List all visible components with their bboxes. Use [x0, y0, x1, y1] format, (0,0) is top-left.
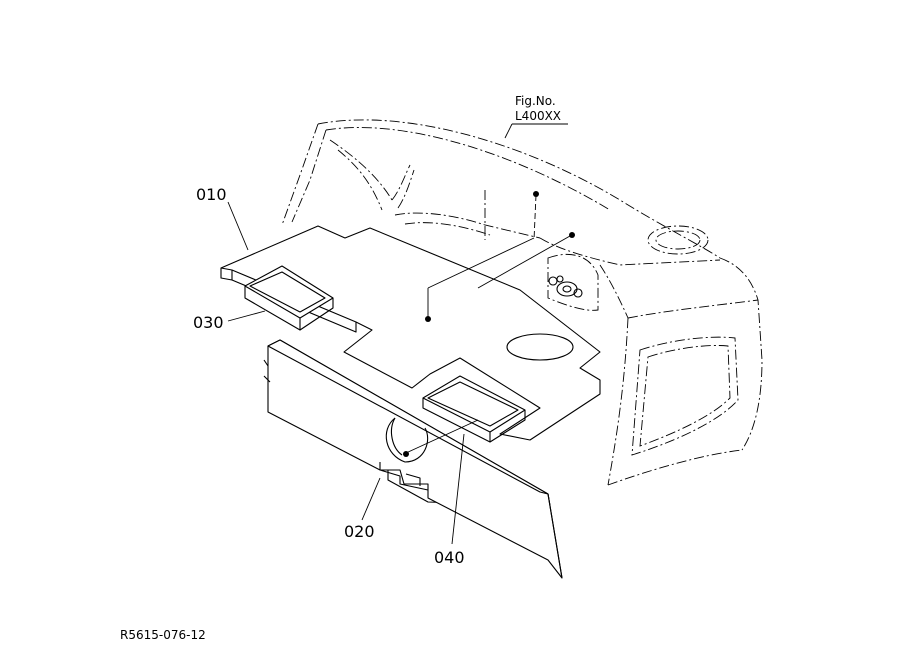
leader-dots: [403, 191, 575, 457]
fig-number: L400XX: [515, 109, 561, 123]
drawing-code: R5615-076-12: [120, 628, 206, 642]
phantom-enclosure: [281, 119, 763, 486]
fig-label: Fig.No.: [515, 94, 556, 108]
part-label-030[interactable]: 030: [193, 313, 224, 332]
part-030-pad[interactable]: [244, 265, 334, 331]
part-040-pad[interactable]: [422, 375, 526, 443]
gauge-cluster-icon: [548, 275, 583, 298]
part-label-020[interactable]: 020: [344, 522, 375, 541]
part-020-panel[interactable]: [263, 339, 563, 579]
leader-lines: [227, 123, 571, 545]
part-label-010[interactable]: 010: [196, 185, 227, 204]
part-label-040[interactable]: 040: [434, 548, 465, 567]
